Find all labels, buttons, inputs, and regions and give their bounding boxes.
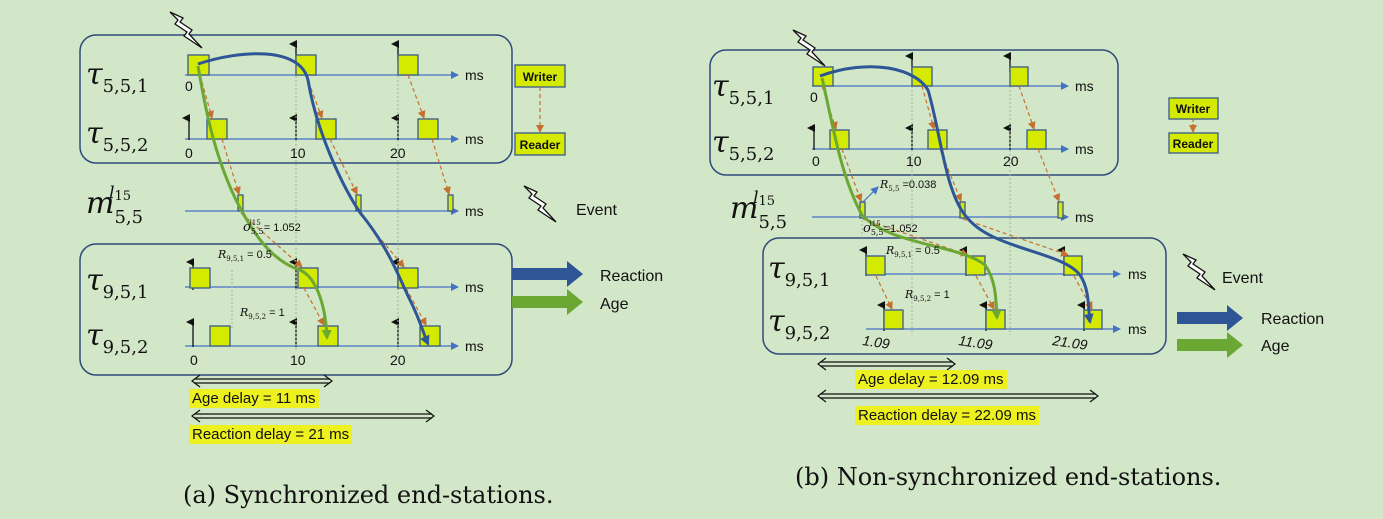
reaction-path [197, 52, 430, 346]
delay-arrows [817, 357, 1099, 403]
message-label: m5,5l15 [730, 188, 787, 233]
legend-age-label: Age [1261, 338, 1290, 355]
age-path [820, 77, 1002, 320]
panel-b: τ5,5,1 τ5,5,2 m5,5l15 τ9,5,1 τ9,5,2 ms m… [709, 29, 1324, 403]
release-arrows [182, 40, 399, 347]
lightning-icon [792, 29, 826, 67]
reaction-delay-label-b: Reaction delay = 22.09 ms [855, 406, 1040, 425]
writer-label: Writer [523, 70, 558, 84]
r952-annotation: R9,5,2= 1 [239, 306, 285, 321]
unit-label: ms [465, 131, 484, 147]
unit-label: ms [1128, 266, 1147, 282]
task-label-t552: τ5,5,2 [86, 116, 148, 156]
tick-label: 0 [812, 153, 820, 169]
tick-label: 11.09 [958, 332, 994, 353]
age-delay-label-a: Age delay = 11 ms [189, 389, 319, 408]
offset-annotation: o5,5l15= 1.052 [243, 219, 301, 236]
r952-annotation: R9,5,2= 1 [904, 288, 950, 303]
task-label-t551: τ5,5,1 [86, 57, 148, 97]
tick-label: 20 [1003, 153, 1019, 169]
unit-label: ms [1075, 141, 1094, 157]
r951-annotation: R9,5,1= 0.5 [885, 244, 940, 259]
task-label-t952: τ9,5,2 [768, 304, 830, 344]
reaction-delay-label-a: Reaction delay = 21 ms [189, 425, 353, 444]
reader-label-box [514, 132, 566, 156]
panel-a: τ5,5,1 τ5,5,2 m5,5l15 τ9,5,1 τ9,5,2 ms m… [79, 11, 663, 423]
reader-label: Reader [520, 138, 561, 152]
right-arrow-icon [1177, 305, 1243, 331]
tick-label: 10 [290, 145, 306, 161]
r55-annotation: R5,5=0.038 [879, 178, 936, 193]
unit-label: ms [465, 279, 484, 295]
tick-label: 0 [185, 78, 193, 94]
tick-label: 10 [906, 153, 922, 169]
writer-label: Writer [1176, 102, 1211, 116]
lightning-icon [169, 11, 203, 49]
tick-label: 21.09 [1051, 332, 1089, 353]
event-label: Event [576, 202, 617, 219]
task-label-t552: τ5,5,2 [712, 125, 774, 165]
unit-label: ms [465, 203, 484, 219]
unit-label: ms [465, 338, 484, 354]
right-arrow-icon [1177, 332, 1243, 358]
task-label-t551: τ5,5,1 [712, 69, 774, 109]
lightning-icon [523, 185, 557, 223]
unit-label: ms [1075, 78, 1094, 94]
gridlines [861, 70, 1011, 335]
data-flow-arrows [821, 85, 1093, 310]
tick-label: 0 [190, 352, 198, 368]
tick-label: 10 [290, 352, 306, 368]
unit-label: ms [465, 67, 484, 83]
reaction-path [819, 65, 1094, 324]
reader-label: Reader [1173, 137, 1214, 151]
tick-label: 0 [810, 89, 818, 105]
task-boxes [812, 66, 1103, 330]
writer-node-box [79, 34, 513, 164]
lightning-icon [1182, 253, 1216, 291]
gridlines [231, 60, 399, 350]
r951-annotation: R9,5,1= 0.5 [217, 248, 272, 263]
caption-a: (a) Synchronized end-stations. [183, 481, 554, 509]
unit-label: ms [1128, 321, 1147, 337]
reader-label-box [1168, 132, 1219, 154]
writer-node-box [709, 49, 1119, 176]
right-arrow-icon [512, 261, 583, 287]
reader-node-box [762, 237, 1167, 355]
tick-label: 0 [185, 145, 193, 161]
delay-arrows [191, 374, 435, 423]
unit-label: ms [1075, 209, 1094, 225]
legend-reaction-label: Reaction [1261, 311, 1324, 328]
offset-annotation: o5,5l15=1.052 [863, 220, 918, 237]
message-label: m5,5l15 [86, 183, 143, 228]
task-label-t951: τ9,5,1 [768, 251, 830, 291]
right-arrow-icon [512, 289, 583, 315]
tick-label: 20 [390, 145, 406, 161]
age-delay-label-b: Age delay = 12.09 ms [855, 370, 1007, 389]
task-label-t951: τ9,5,1 [86, 263, 148, 303]
task-label-t952: τ9,5,2 [86, 318, 148, 358]
tick-label: 20 [390, 352, 406, 368]
event-label: Event [1222, 270, 1263, 287]
tick-label: 1.09 [862, 332, 891, 352]
legend-age-label: Age [600, 296, 629, 313]
caption-b: (b) Non-synchronized end-stations. [795, 463, 1222, 491]
age-path [196, 65, 332, 340]
legend-reaction-label: Reaction [600, 268, 663, 285]
